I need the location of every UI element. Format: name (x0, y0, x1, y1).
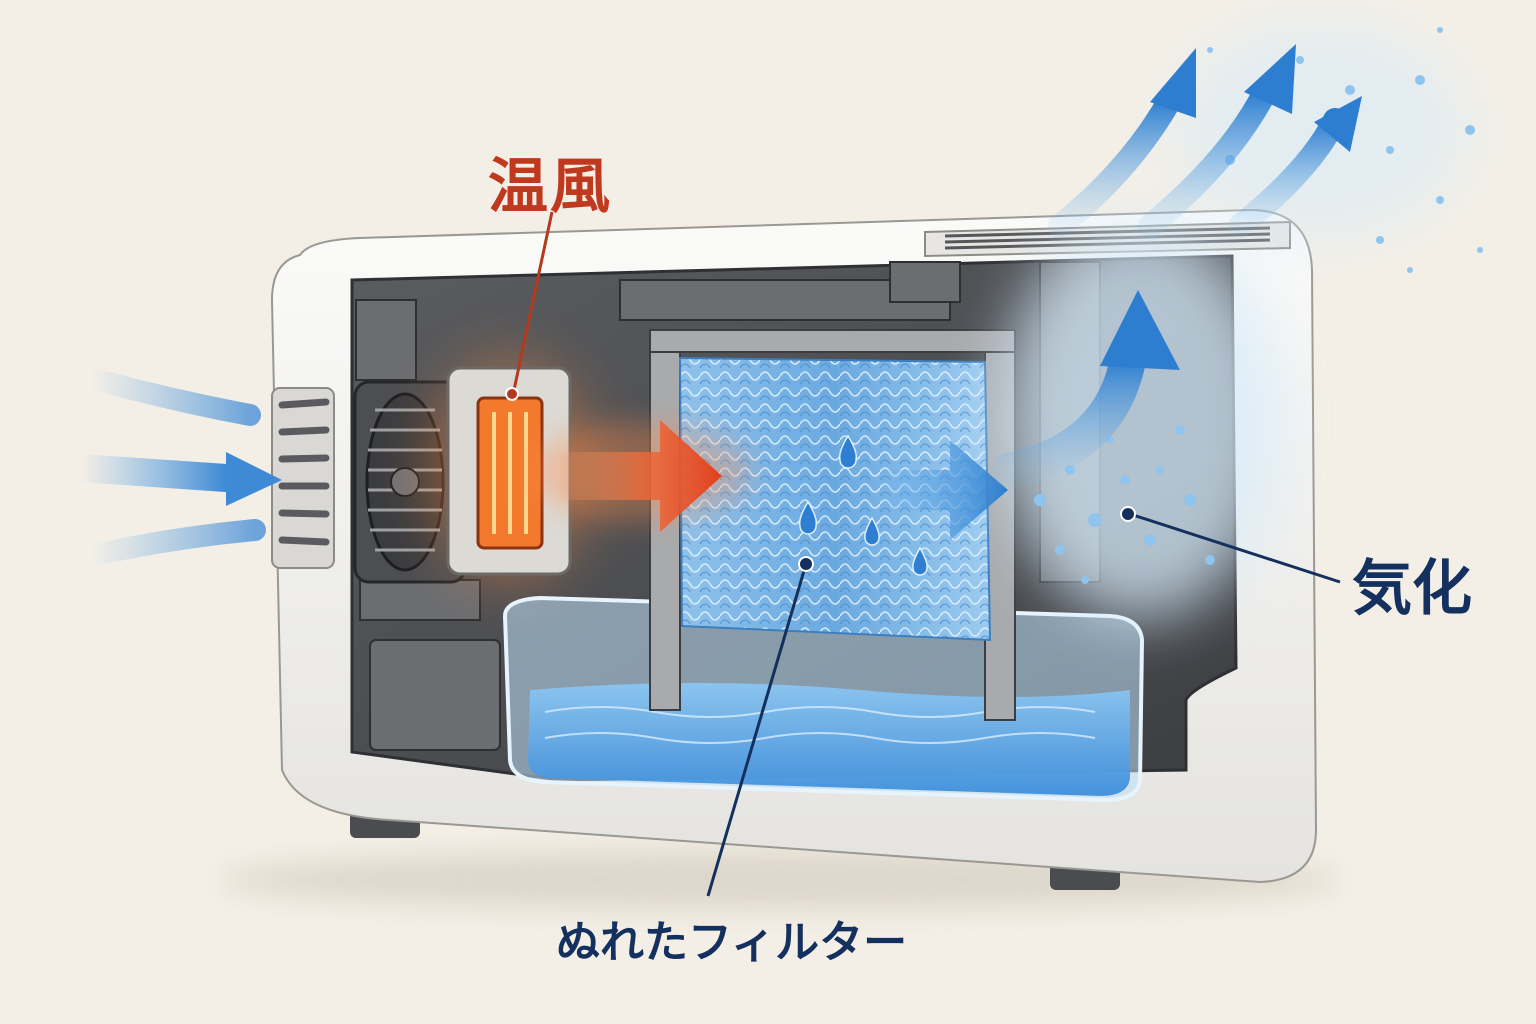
wet-filter-label: ぬれたフィルター (556, 917, 908, 968)
callout-line-filter (706, 563, 808, 897)
callout-dot-evap (1120, 506, 1136, 522)
air-flow-arrow-icon (885, 440, 1008, 540)
heater-icon (430, 360, 590, 580)
callout-line-evap (1129, 512, 1341, 584)
water-droplet-icon (798, 434, 928, 576)
warm-air-arrow-icon (530, 420, 750, 532)
warm-air-label: 温風 (488, 152, 612, 222)
filter-frame (649, 329, 1016, 721)
intake-air-arrows (66, 367, 282, 567)
callout-dot-filter (798, 556, 814, 572)
evaporation-label: 気化 (1352, 554, 1472, 624)
mist (1000, 20, 1470, 620)
exhaust-air-arrows (1048, 44, 1362, 238)
callout-line-warm (512, 211, 554, 391)
intake-grille (271, 387, 335, 569)
callout-dot-warm (505, 387, 519, 401)
rising-air-arrow (992, 290, 1180, 488)
